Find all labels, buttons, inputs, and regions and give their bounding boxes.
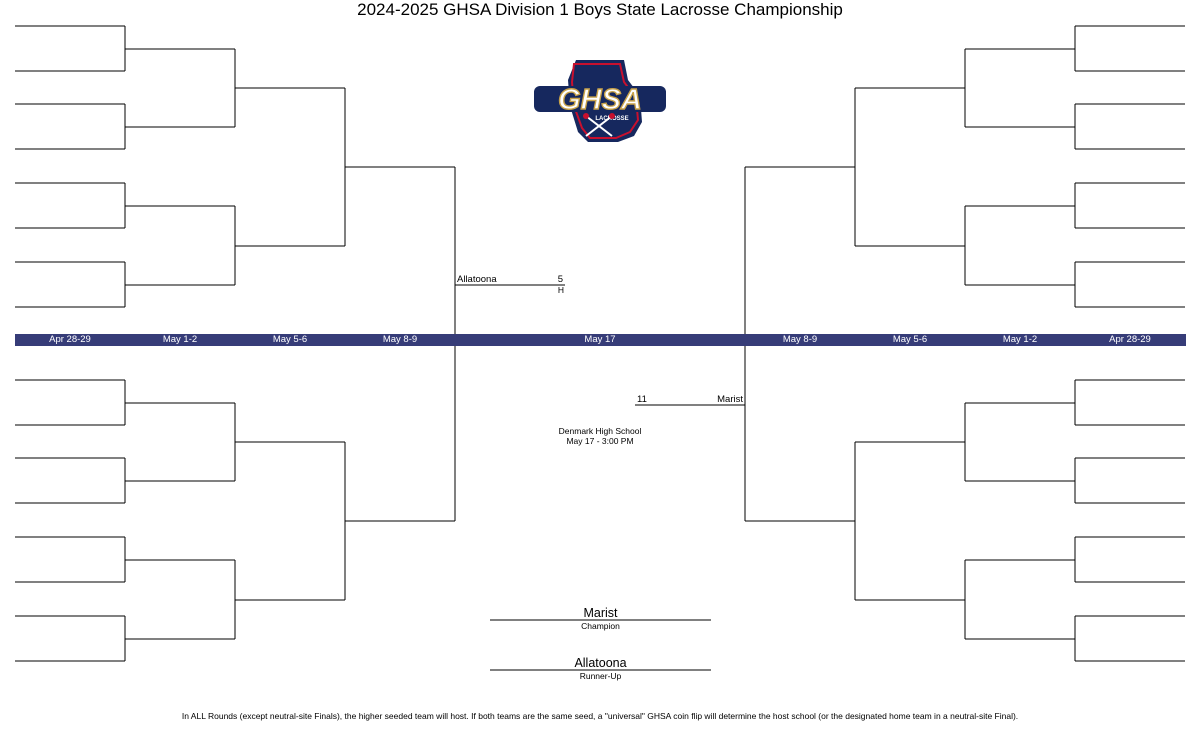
- final-right-team: Marist: [717, 394, 743, 405]
- final-left-score: 5: [557, 274, 563, 285]
- date-label-5: May 8-9: [782, 334, 818, 345]
- champion-name: Marist: [583, 606, 618, 620]
- runner-up-name: Allatoona: [574, 656, 627, 670]
- ghsa-logo: GHSA LACROSSE: [528, 56, 672, 153]
- champion-label: Champion: [581, 621, 620, 631]
- svg-text:GHSA: GHSA: [558, 84, 642, 116]
- date-label-8: Apr 28-29: [1109, 334, 1151, 345]
- footer-note: In ALL Rounds (except neutral-site Final…: [181, 711, 1019, 721]
- page-title: 2024-2025 GHSA Division 1 Boys State Lac…: [357, 0, 843, 19]
- venue-time: May 17 - 3:00 PM: [566, 436, 634, 446]
- final-left-host: H: [557, 285, 564, 295]
- date-label-0: Apr 28-29: [49, 334, 91, 345]
- final-left-team: Allatoona: [457, 274, 497, 285]
- date-label-7: May 1-2: [1002, 334, 1038, 345]
- date-label-1: May 1-2: [162, 334, 198, 345]
- date-bar: Apr 28-29 May 1-2 May 5-6 May 8-9 May 17 May …: [15, 334, 1186, 346]
- final-right-score: 11: [637, 394, 647, 405]
- venue-name: Denmark High School: [558, 426, 642, 436]
- date-label-2: May 5-6: [272, 334, 308, 345]
- runner-up-label: Runner-Up: [579, 671, 622, 681]
- date-label-3: May 8-9: [382, 334, 418, 345]
- date-label-4: May 17: [584, 334, 616, 345]
- date-label-6: May 5-6: [892, 334, 928, 345]
